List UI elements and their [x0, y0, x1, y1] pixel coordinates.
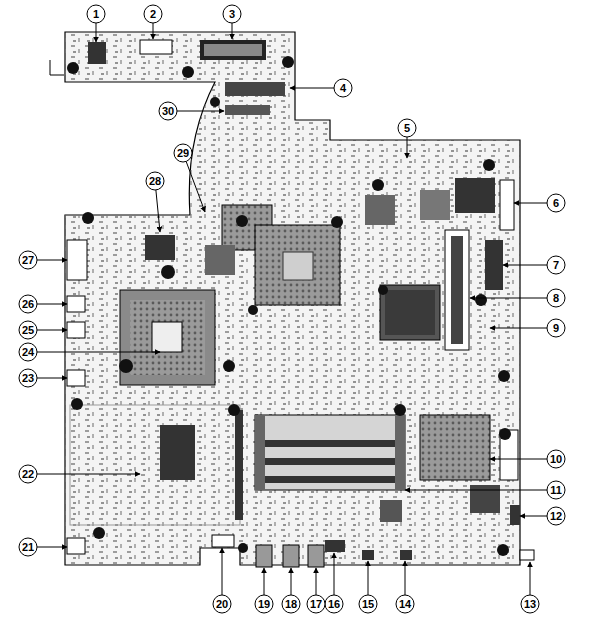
leader-line: [405, 490, 547, 491]
callout-circle: [87, 5, 105, 23]
leader-line: [186, 161, 205, 212]
callout-circle: [19, 538, 37, 556]
leader-line: [368, 561, 369, 595]
leader-line: [405, 561, 406, 595]
callout-circle: [547, 194, 565, 212]
board-outline: [65, 32, 520, 565]
leader-line: [290, 88, 334, 89]
leader-line: [222, 548, 223, 595]
callout-number: 1: [93, 9, 99, 20]
callout-number: 18: [285, 599, 297, 610]
callout-number: 7: [553, 260, 559, 271]
callout-circle: [19, 321, 37, 339]
callout-circle: [396, 595, 414, 613]
leader-line: [334, 553, 335, 595]
leader-line: [156, 190, 160, 232]
callout-number: 29: [177, 148, 189, 159]
callout-circle: [174, 144, 192, 162]
callout-number: 17: [310, 599, 322, 610]
leader-line: [37, 330, 67, 331]
leader-line: [520, 516, 547, 517]
callout-number: 30: [162, 106, 174, 117]
callout-number: 16: [328, 599, 340, 610]
callout-number: 21: [22, 542, 34, 553]
leader-line: [530, 562, 531, 595]
leader-line: [490, 459, 547, 460]
leader-line: [37, 260, 67, 261]
callout-circle: [334, 79, 352, 97]
callout-number: 3: [229, 9, 235, 20]
leader-line: [316, 568, 317, 595]
callout-number: 6: [553, 198, 559, 209]
callout-circle: [398, 119, 416, 137]
callout-number: 5: [404, 123, 410, 134]
callout-number: 27: [22, 255, 34, 266]
callout-number: 12: [550, 511, 562, 522]
leader-line: [470, 298, 547, 299]
leader-line: [514, 203, 547, 204]
callout-number: 4: [340, 83, 346, 94]
callout-number: 22: [22, 469, 34, 480]
callout-circle: [255, 595, 273, 613]
callout-circle: [521, 595, 539, 613]
callout-circle: [307, 595, 325, 613]
callout-number: 13: [524, 599, 536, 610]
callout-number: 15: [362, 599, 374, 610]
callout-number: 23: [22, 373, 34, 384]
leader-line: [37, 352, 160, 353]
callout-number: 19: [258, 599, 270, 610]
callout-number: 10: [550, 454, 562, 465]
callout-number: 24: [22, 347, 34, 358]
callout-circle: [282, 595, 300, 613]
leader-line: [177, 111, 224, 112]
callout-circle: [325, 595, 343, 613]
callout-circle: [19, 369, 37, 387]
callout-circle: [19, 343, 37, 361]
callout-circle: [159, 102, 177, 120]
leader-line: [37, 304, 67, 305]
callout-number: 8: [553, 293, 559, 304]
callout-circle: [19, 295, 37, 313]
callout-circle: [19, 251, 37, 269]
callout-number: 2: [150, 9, 156, 20]
callout-circle: [19, 465, 37, 483]
callout-number: 14: [399, 599, 411, 610]
leader-line: [490, 328, 547, 329]
callout-number: 28: [149, 176, 161, 187]
leader-line: [37, 378, 67, 379]
leader-line: [37, 474, 140, 475]
callout-circle: [359, 595, 377, 613]
callout-circle: [146, 172, 164, 190]
leader-line: [407, 137, 408, 158]
callout-number: 11: [550, 485, 562, 496]
leader-line: [37, 547, 67, 548]
leader-line: [264, 568, 265, 595]
callout-circle: [223, 5, 241, 23]
callout-circle: [547, 450, 565, 468]
leader-line: [96, 23, 97, 42]
leader-line: [232, 23, 233, 39]
callout-circle: [547, 507, 565, 525]
callout-number: 25: [22, 325, 34, 336]
callout-circle: [144, 5, 162, 23]
callout-circle: [547, 481, 565, 499]
callout-number: 26: [22, 299, 34, 310]
callout-circle: [213, 595, 231, 613]
leader-line: [503, 265, 547, 266]
callout-circle: [547, 319, 565, 337]
callout-number: 9: [553, 323, 559, 334]
callout-circle: [547, 256, 565, 274]
callout-circle: [547, 289, 565, 307]
leader-line: [291, 568, 292, 595]
callout-number: 20: [216, 599, 228, 610]
leader-line: [153, 23, 154, 39]
